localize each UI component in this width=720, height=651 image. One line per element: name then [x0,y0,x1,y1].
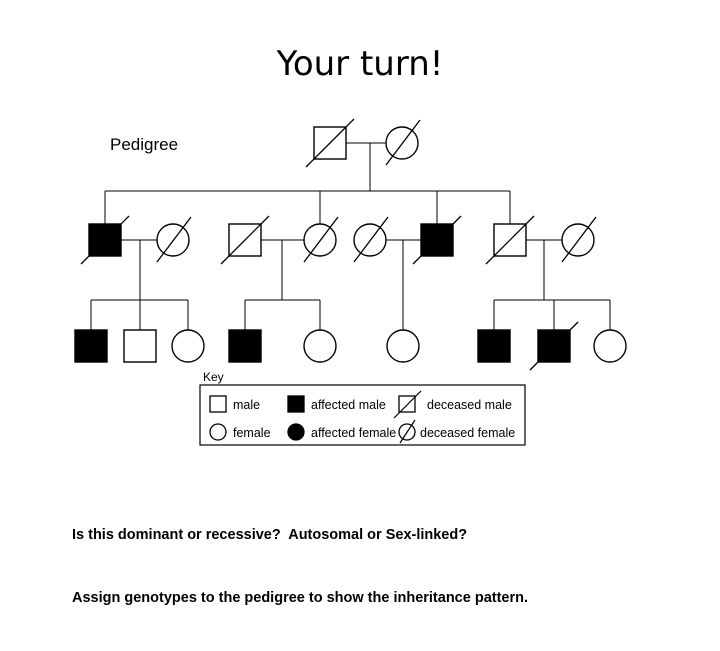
individual-III-3-female[interactable] [171,329,205,363]
question-block: Is this dominant or recessive? Autosomal… [72,483,672,651]
individual-I-1-deceased-male[interactable] [305,118,355,168]
individual-III-8-affected-deceased-male[interactable] [529,321,579,371]
key-label-male: male [233,398,260,412]
key-label-deceased-male: deceased male [427,398,512,412]
filled-square-icon [287,395,305,413]
pedigree-connector-lines [90,142,611,330]
filled-circle-icon [287,423,305,441]
individual-III-1-affected-male[interactable] [74,329,108,363]
individual-II-7-deceased-male[interactable] [485,215,535,265]
individual-I-2-deceased-female[interactable] [385,119,421,166]
individual-II-1-affected-deceased-male[interactable] [80,215,130,265]
individual-II-5-deceased-female[interactable] [353,216,389,263]
key-label-female: female [233,426,271,440]
key-label-affected-male: affected male [311,398,386,412]
key-label-deceased-female: deceased female [420,426,515,440]
individual-II-6-affected-deceased-male[interactable] [412,215,462,265]
pedigree-diagram: Pedigree [74,118,627,446]
key-label-affected-female: affected female [311,426,396,440]
individual-III-7-affected-male[interactable] [477,329,511,363]
key-entry-male: male [209,395,260,413]
key-entry-deceased-female: deceased female [398,419,515,444]
key-title: Key [203,370,224,384]
key-entry-female: female [209,423,271,441]
individual-II-8-deceased-female[interactable] [561,216,597,263]
individual-III-9-female[interactable] [593,329,627,363]
individual-II-2-deceased-female[interactable] [156,216,192,263]
slide-canvas: Your turn! Pedigree [72,44,627,606]
open-square-icon [209,395,227,413]
key-legend: Key male affected male deceased male fem… [199,370,526,446]
individual-III-5-female[interactable] [303,329,337,363]
open-square-slash-icon [398,395,416,413]
key-entry-deceased-male: deceased male [393,390,512,419]
pedigree-label: Pedigree [110,135,178,154]
individual-III-2-male[interactable] [123,329,157,363]
question-line-1: Is this dominant or recessive? Autosomal… [72,527,468,543]
individual-II-3-deceased-male[interactable] [220,215,270,265]
page-title: Your turn! [276,44,444,84]
individual-III-4-affected-male[interactable] [228,329,262,363]
question-line-2: Assign genotypes to the pedigree to show… [72,590,529,606]
individual-II-4-deceased-female[interactable] [303,216,339,263]
generation-iii [74,321,627,371]
key-entry-affected-male: affected male [287,395,386,413]
open-circle-icon [209,423,227,441]
individual-III-6-female[interactable] [386,329,420,363]
generation-ii [80,215,597,265]
generation-i [305,118,421,168]
key-entry-affected-female: affected female [287,423,396,441]
key-box [199,384,526,446]
